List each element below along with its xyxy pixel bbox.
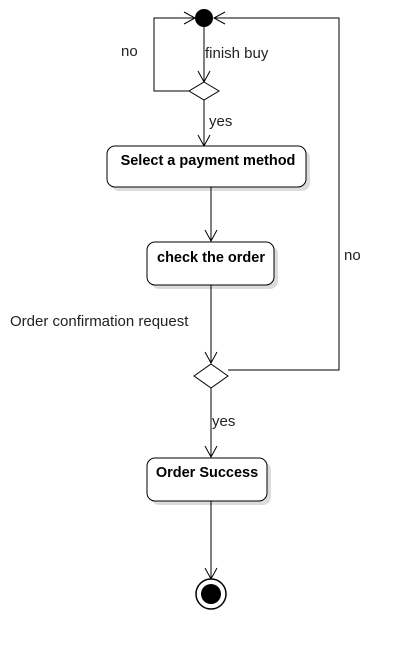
edge-label-yes-top: yes xyxy=(209,113,232,130)
initial-node xyxy=(195,9,213,27)
action-label-select-payment: Select a payment method xyxy=(121,153,296,169)
edge-label-order-confirmation-request: Order confirmation request xyxy=(10,313,189,330)
decision-node-2 xyxy=(193,363,229,389)
edge-decision-2-to-order-success xyxy=(204,388,218,459)
edge-decision-2-loop-no xyxy=(212,11,340,371)
action-check-the-order: check the order xyxy=(146,241,278,289)
edge-select-payment-to-check-order xyxy=(204,187,218,243)
decision-node-1 xyxy=(188,81,220,101)
edge-order-success-to-final xyxy=(204,501,218,581)
final-node xyxy=(195,578,227,610)
edge-label-no-right: no xyxy=(344,247,361,264)
edge-label-no-top: no xyxy=(121,43,138,60)
action-label-check-order: check the order xyxy=(157,250,265,266)
action-order-success: Order Success xyxy=(146,457,271,505)
edge-label-finish-buy: finish buy xyxy=(205,45,269,62)
action-select-payment-method: Select a payment method xyxy=(106,145,310,191)
edge-check-order-to-decision-2 xyxy=(204,285,218,365)
edge-decision-1-loop-no xyxy=(153,11,197,92)
edge-label-yes-bottom: yes xyxy=(212,413,235,430)
action-label-order-success: Order Success xyxy=(156,465,258,481)
